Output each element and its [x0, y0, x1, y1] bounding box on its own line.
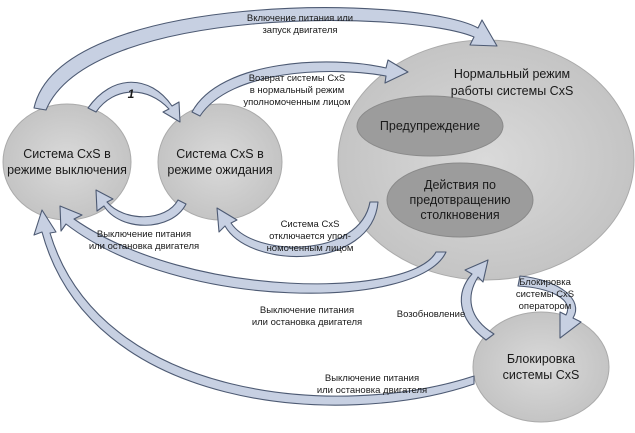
state-avoidance-label-line2: предотвращению	[410, 193, 511, 207]
label-normal-to-standby-line2: отключается упол-	[269, 231, 351, 242]
state-avoidance-label-line1: Действия по	[424, 178, 496, 192]
state-off-ellipse	[2, 103, 132, 221]
state-off-label-line2: режиме выключения	[7, 163, 127, 177]
state-avoidance-ellipse	[386, 162, 534, 238]
arrow-normal-to-off	[59, 205, 447, 294]
label-normal-to-off-line2: или остановка двигателя	[252, 317, 362, 328]
arrow-standby-to-off	[95, 189, 187, 226]
arrow-power-on	[33, 7, 498, 111]
label-off-to-standby-number: 1	[128, 87, 135, 101]
arrow-normal-to-lockout	[517, 275, 582, 339]
arrow-normal-to-standby	[216, 201, 379, 258]
state-standby-label-line2: режиме ожидания	[167, 163, 272, 177]
label-normal-to-lockout-line2: системы CxS	[516, 289, 574, 300]
label-standby-to-normal-line1: Возврат системы CxS	[249, 73, 346, 84]
label-normal-to-lockout-line1: Блокировка	[519, 277, 572, 288]
state-avoidance-label-line3: столкновения	[420, 208, 499, 222]
label-normal-to-lockout-line3: оператором	[519, 301, 572, 312]
label-standby-to-off-line1: Выключение питания	[97, 229, 191, 240]
label-normal-to-standby-line3: номоченным лицом	[267, 243, 354, 254]
state-off-label-line1: Система CxS в	[23, 147, 111, 161]
label-lockout-to-off-line2: или остановка двигателя	[317, 385, 427, 396]
state-warning-label: Предупреждение	[380, 119, 480, 133]
label-standby-to-normal-line2: в нормальный режим	[250, 85, 344, 96]
label-power-on-line2: запуск двигателя	[262, 25, 337, 36]
arrow-standby-to-normal	[191, 59, 409, 117]
label-normal-to-standby-line1: Система CxS	[281, 219, 340, 230]
state-normal-label-line1: Нормальный режим	[454, 67, 570, 81]
label-lockout-to-normal: Возобновление	[397, 309, 466, 320]
state-lockout-label-line2: системы CxS	[503, 368, 580, 382]
arrow-lockout-to-normal	[460, 259, 495, 341]
arrow-off-to-standby	[87, 81, 181, 123]
label-standby-to-normal-line3: уполномоченным лицом	[243, 97, 350, 108]
state-normal-label-line2: работы системы CxS	[451, 84, 574, 98]
state-warning-ellipse	[356, 95, 504, 157]
state-lockout-ellipse	[472, 311, 610, 423]
arrow-lockout-to-off	[33, 209, 475, 406]
label-normal-to-off-line1: Выключение питания	[260, 305, 354, 316]
label-standby-to-off-line2: или остановка двигателя	[89, 241, 199, 252]
label-lockout-to-off-line1: Выключение питания	[325, 373, 419, 384]
state-lockout-label-line1: Блокировка	[507, 352, 575, 366]
label-power-on-line1: Включение питания или	[247, 13, 353, 24]
state-standby-label-line1: Система CxS в	[176, 147, 264, 161]
